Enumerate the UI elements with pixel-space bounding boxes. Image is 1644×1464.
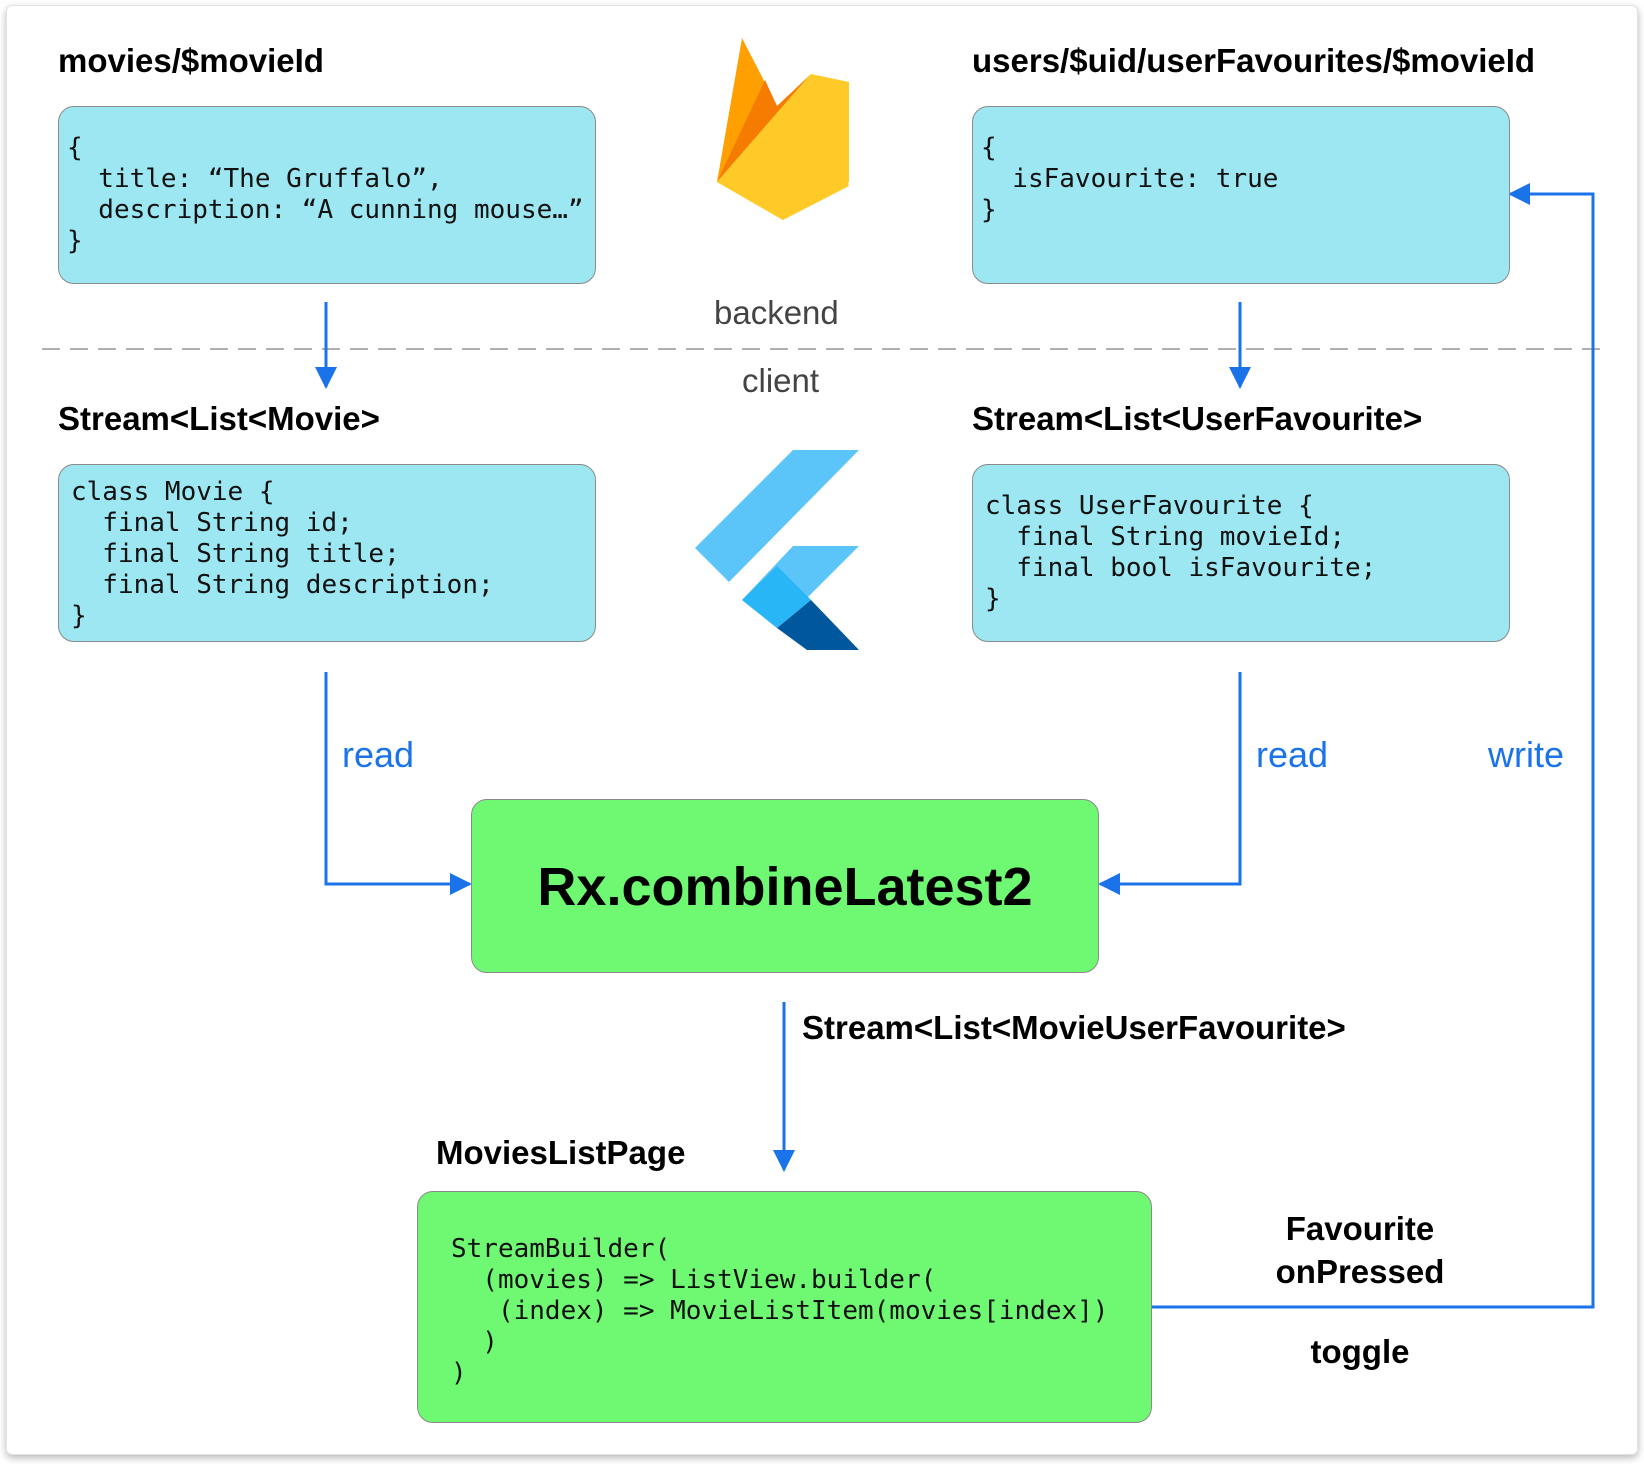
movies-json-box: { title: “The Gruffalo”, description: “A…: [58, 106, 596, 284]
toggle-label: toggle: [1310, 1333, 1410, 1370]
favourite-class-code: class UserFavourite { final String movie…: [985, 491, 1377, 614]
firebase-icon: [717, 38, 849, 220]
favourite-stream-title: Stream<List<UserFavourite>: [972, 400, 1423, 437]
page-code: StreamBuilder( (movies) => ListView.buil…: [451, 1234, 1109, 1388]
combined-stream-title: Stream<List<MovieUserFavourite>: [802, 1009, 1346, 1046]
favourite-label: Favourite: [1285, 1210, 1435, 1247]
read-label-left: read: [342, 734, 415, 775]
favourite-class-box: class UserFavourite { final String movie…: [972, 464, 1510, 642]
favourites-path-title: users/$uid/userFavourites/$movieId: [972, 42, 1536, 79]
combine-box: Rx.combineLatest2: [471, 799, 1099, 973]
read-label-right: read: [1256, 734, 1329, 775]
onpressed-label: onPressed: [1275, 1253, 1445, 1290]
movie-stream-title: Stream<List<Movie>: [58, 400, 380, 437]
movie-class-box: class Movie { final String id; final Str…: [58, 464, 596, 642]
movies-path-title: movies/$movieId: [58, 42, 324, 79]
movie-class-code: class Movie { final String id; final Str…: [71, 477, 494, 631]
page-title: MoviesListPage: [436, 1134, 686, 1171]
combine-label: Rx.combineLatest2: [537, 857, 1033, 917]
client-label: client: [742, 362, 820, 399]
page-code-box: StreamBuilder( (movies) => ListView.buil…: [417, 1191, 1152, 1423]
arrow-read-left: [324, 672, 472, 895]
backend-label: backend: [714, 294, 839, 331]
favourites-json-box: { isFavourite: true }: [972, 106, 1510, 284]
favourites-json-code: { isFavourite: true }: [981, 133, 1279, 225]
flutter-icon: [695, 450, 859, 650]
movies-json-code: { title: “The Gruffalo”, description: “A…: [67, 133, 584, 256]
write-label: write: [1488, 734, 1565, 775]
arrow-read-right: [1098, 672, 1242, 895]
arrow-write: [1152, 183, 1595, 1309]
